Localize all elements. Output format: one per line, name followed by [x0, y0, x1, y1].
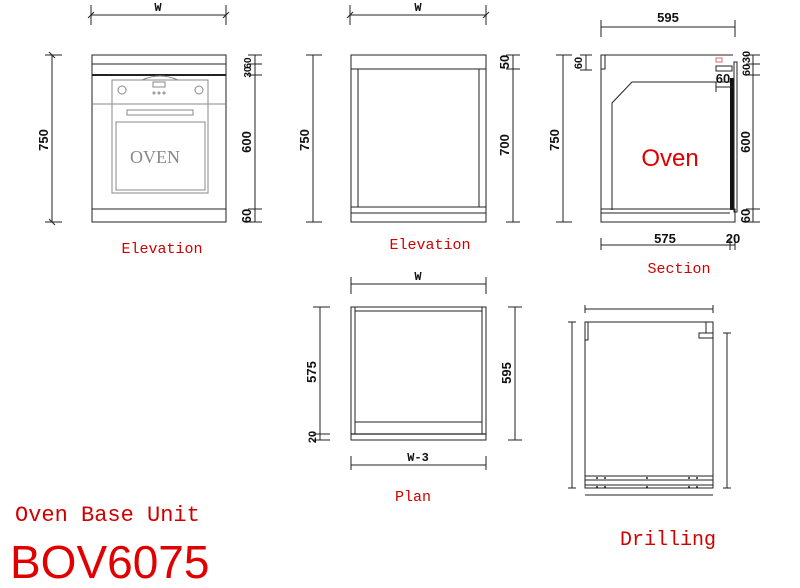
- svg-text:575: 575: [654, 231, 676, 246]
- svg-text:750: 750: [297, 129, 312, 151]
- oven-profile: [611, 81, 731, 210]
- svg-text:60: 60: [243, 57, 254, 69]
- svg-text:50: 50: [497, 55, 512, 69]
- carcass-outline: [350, 54, 487, 223]
- oven-handle: [126, 109, 194, 116]
- svg-text:60: 60: [573, 57, 585, 69]
- caption-drilling: Drilling: [620, 529, 716, 552]
- product-code: BOV6075: [10, 536, 210, 588]
- height-label: 750: [36, 129, 51, 151]
- svg-text:600: 600: [239, 131, 254, 153]
- svg-text:30: 30: [243, 66, 254, 78]
- svg-text:60: 60: [716, 71, 730, 86]
- svg-text:595: 595: [499, 362, 514, 384]
- svg-text:60: 60: [741, 64, 753, 76]
- drilling-outline: [584, 321, 714, 489]
- caption-section: Section: [647, 261, 710, 278]
- svg-text:700: 700: [497, 134, 512, 156]
- svg-text:20: 20: [307, 431, 319, 443]
- svg-text:20: 20: [726, 231, 740, 246]
- svg-text:W: W: [414, 1, 422, 15]
- svg-text:30: 30: [741, 51, 753, 63]
- oven-appliance: [111, 79, 209, 194]
- oven-label: OVEN: [130, 147, 180, 167]
- svg-text:595: 595: [657, 10, 679, 25]
- svg-text:750: 750: [547, 129, 562, 151]
- section-view: 595 Oven 750 60 60 30 60 600 60 575 20 S…: [547, 10, 760, 278]
- svg-text:60: 60: [738, 209, 753, 223]
- oven-door: [115, 121, 206, 191]
- caption-elevation: Elevation: [121, 241, 202, 258]
- svg-text:575: 575: [304, 361, 319, 383]
- elevation-front-view: W OVEN 750 60 30 600 60 Elevation: [36, 1, 262, 258]
- drilling-view: Drilling: [568, 305, 731, 552]
- svg-text:600: 600: [738, 131, 753, 153]
- knob-icon: [117, 85, 127, 95]
- oven-door: [730, 78, 734, 210]
- oven-label: Oven: [641, 145, 698, 172]
- svg-text:60: 60: [239, 209, 254, 223]
- plan-view: W 575 20 595 W-3 Plan: [304, 270, 522, 506]
- knob-icon: [194, 85, 204, 95]
- width-label: W: [154, 1, 162, 15]
- caption-plan: Plan: [395, 489, 431, 506]
- svg-text:W: W: [414, 270, 422, 284]
- caption-elevation: Elevation: [389, 237, 470, 254]
- svg-text:W-3: W-3: [407, 451, 429, 465]
- plan-outline: [350, 306, 487, 441]
- cabinet-outline: [91, 54, 227, 223]
- elevation-carcass-view: W 750 50 700 Elevation: [297, 1, 520, 254]
- product-name: Oven Base Unit: [15, 503, 200, 528]
